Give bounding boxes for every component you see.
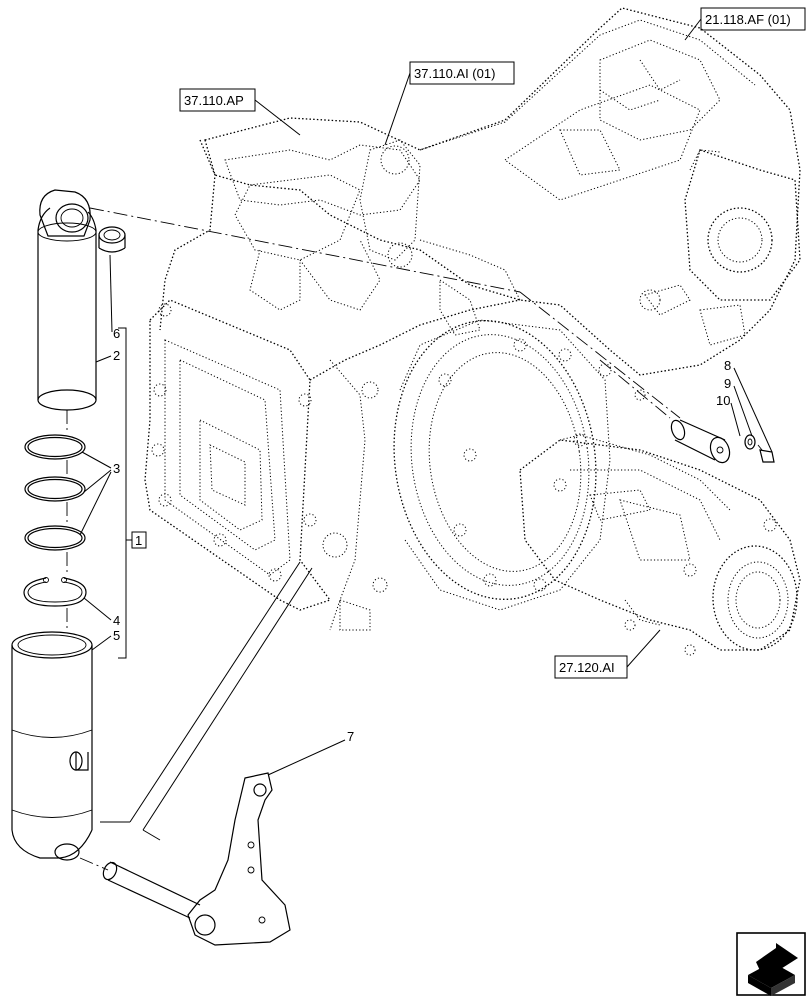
ref-21-118-af-label: 21.118.AF (01) — [705, 12, 791, 27]
ref-27-120-ai[interactable]: 27.120.AI — [554, 629, 661, 679]
callout-8: 8 — [724, 358, 731, 373]
lift-cylinder-assembly — [11, 189, 126, 861]
callout-1-box — [131, 531, 147, 549]
callout-9: 9 — [724, 376, 731, 391]
ref-37-110-ap[interactable]: 37.110.AP — [179, 88, 301, 136]
callout-2: 2 — [113, 348, 120, 363]
transmission-housing — [144, 7, 801, 656]
part-3-seal-rings — [24, 434, 86, 551]
callout-6: 6 — [113, 326, 120, 341]
part-6-bushing — [98, 226, 126, 253]
ref-37-110-ap-label: 37.110.AP — [184, 93, 244, 108]
next-page-arrow-icon[interactable] — [736, 932, 806, 996]
callout-1: 1 — [135, 533, 142, 548]
callout-group: 1 6 2 3 4 5 7 8 9 10 — [79, 254, 773, 776]
callout-10: 10 — [716, 393, 730, 408]
assembly-center-lines — [66, 207, 681, 871]
ref-37-110-ai-label: 37.110.AI (01) — [414, 66, 495, 81]
callout-5: 5 — [113, 628, 120, 643]
ref-21-118-af[interactable]: 21.118.AF (01) — [684, 7, 806, 41]
ref-27-120-ai-label: 27.120.AI — [559, 660, 615, 675]
parts-8-9-10-pin-washer-bolt — [670, 419, 775, 464]
ref-37-110-ai[interactable]: 37.110.AI (01) — [384, 61, 515, 146]
part-5-cylinder-housing — [11, 631, 93, 861]
part-7-lift-arm-bracket — [102, 772, 291, 946]
callout-7: 7 — [347, 729, 354, 744]
callout-3: 3 — [113, 461, 120, 476]
callout-4: 4 — [113, 613, 120, 628]
part-4-circlip — [23, 577, 87, 607]
connector-lines — [100, 561, 313, 841]
part-2-cylinder-barrel — [37, 189, 97, 411]
